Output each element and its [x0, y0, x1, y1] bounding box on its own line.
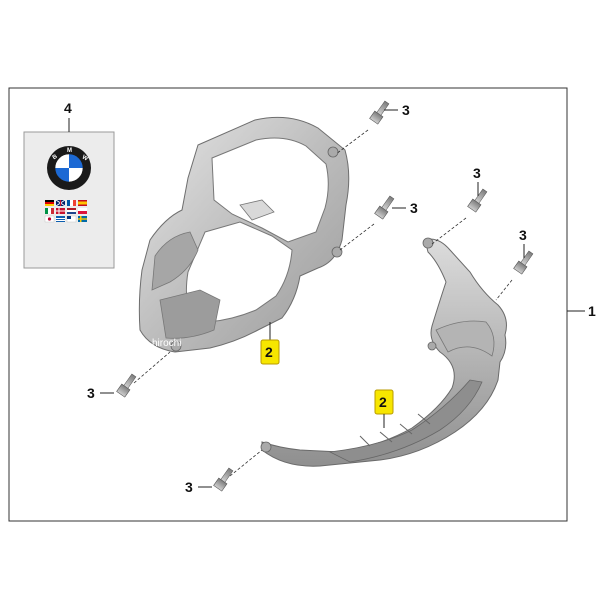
svg-text:W: W [81, 155, 89, 163]
svg-text:M: M [67, 148, 72, 154]
language-flags-icon [44, 199, 87, 223]
svg-text:B: B [52, 154, 59, 162]
bolt-icon [513, 250, 534, 275]
bolt-icon [467, 188, 488, 213]
callout-main-assembly: 1 [588, 303, 596, 319]
callout-part-upper: 2 [265, 344, 273, 360]
lower-bracket-part [260, 237, 507, 467]
upper-surround-part [138, 116, 350, 353]
assembly-line-f [229, 449, 263, 477]
manual-thumbnail: 4 B M W [23, 100, 115, 269]
callout-highlight-upper [260, 339, 280, 365]
callout-part-lower: 2 [379, 394, 387, 410]
callout-bolt-f: 3 [185, 479, 193, 495]
bolt-icon [374, 195, 395, 220]
bolt-icon [116, 373, 137, 398]
callout-manual: 4 [64, 100, 72, 116]
callout-bolt-a: 3 [402, 102, 410, 118]
bolt-icon [369, 100, 390, 125]
callout-bolt-b: 3 [410, 200, 418, 216]
assembly-line-c [431, 217, 467, 245]
callout-bolt-d: 3 [519, 227, 527, 243]
watermark-text: hirochi [152, 338, 181, 349]
assembly-line-b [339, 223, 375, 251]
assembly-line-a [335, 129, 369, 155]
callout-bolt-c: 3 [473, 165, 481, 181]
callout-bolt-e: 3 [87, 385, 95, 401]
bolt-icon [213, 467, 234, 492]
bmw-logo-icon: B M W [47, 146, 91, 190]
assembly-line-e [133, 351, 171, 384]
assembly-line-d [495, 279, 513, 301]
